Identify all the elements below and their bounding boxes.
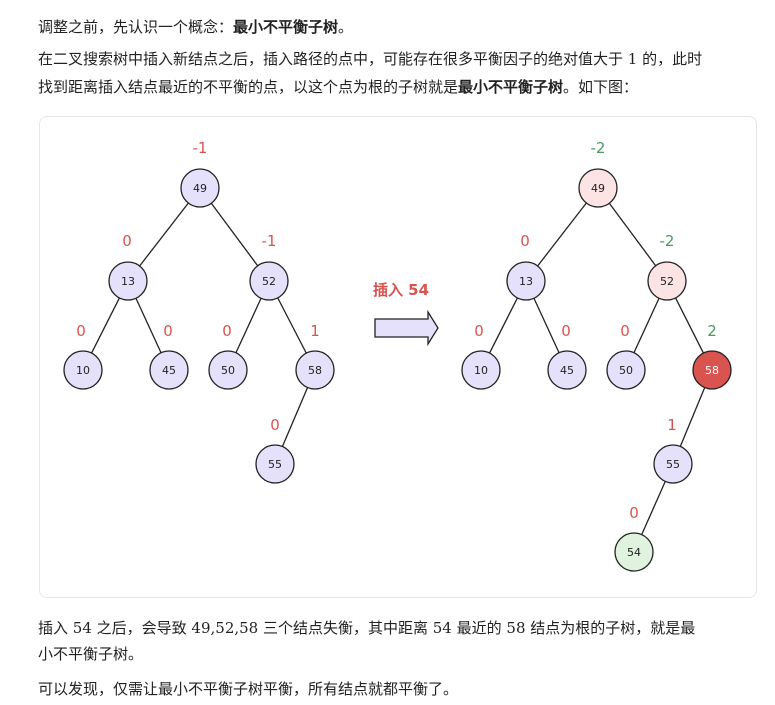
arrow-label: 插入 54 [373,281,429,299]
after-balance-factor-58: 2 [707,322,717,340]
insert-arrow: 插入 54 [373,281,439,347]
before-balance-factor-52: -1 [262,232,277,250]
definition-number: 1 [627,50,638,68]
after-node-13 [506,261,546,301]
after-edge-55-54 [641,481,666,535]
after-node-49 [578,168,618,208]
definition-text-d: 。如下图： [563,78,639,96]
intro-end: 。 [338,18,354,36]
before-edge-52-58 [277,297,307,354]
after-balance-factor-50: 0 [620,322,630,340]
after-node-label-50: 50 [619,364,633,377]
explanation-line-1: 插入 54 之后，会导致 49,52,58 三个结点失衡，其中距离 54 最近的… [38,614,695,642]
explanation-text-d: 最近的 [451,619,507,637]
after-edge-49-52 [608,202,657,267]
after-edge-58-55 [679,387,706,447]
before-balance-factor-10: 0 [76,322,86,340]
after-node-45 [547,350,587,390]
before-edge-58-55 [281,387,309,447]
explanation-text-e: 结点为根的子树，就是最 [525,619,696,637]
before-node-50 [208,350,248,390]
before-balance-factor-45: 0 [163,322,173,340]
before-edge-52-50 [235,297,262,354]
definition-text-a: 在二叉搜索树中插入新结点之后，插入路径的点中，可能存在很多平衡因子的绝对值大于 [38,50,628,68]
definition-line-1: 在二叉搜索树中插入新结点之后，插入路径的点中，可能存在很多平衡因子的绝对值大于 … [38,45,702,73]
intro-paragraph: 调整之前，先认识一个概念：最小不平衡子树。 [38,13,353,41]
explanation-text-a: 插入 [38,619,73,637]
conclusion-text: 可以发现，仅需让最小不平衡子树平衡，所有结点就都平衡了。 [38,680,459,698]
before-node-13 [108,261,148,301]
after-balance-factor-54: 0 [629,504,639,522]
before-node-label-10: 10 [76,364,90,377]
before-node-label-52: 52 [262,275,276,288]
after-edge-52-50 [633,297,660,354]
right-arrow-icon [374,309,439,347]
before-edge-13-10 [90,297,121,354]
after-node-label-45: 45 [560,364,574,377]
after-node-label-10: 10 [474,364,488,377]
before-node-label-49: 49 [193,182,207,195]
before-node-label-58: 58 [308,364,322,377]
after-balance-factor-13: 0 [520,232,530,250]
after-node-label-13: 13 [519,275,533,288]
before-edge-49-13 [139,202,189,267]
after-balance-factor-55: 1 [667,416,677,434]
tree-before-insert: 49 -1 13 0 52 -1 10 0 45 0 50 0 58 1 55 0 [63,139,335,484]
explanation-num-4: 58 [506,619,526,637]
after-edge-13-10 [488,297,519,354]
explanation-text-c: 三个结点失衡，其中距离 [258,619,433,637]
conclusion-paragraph: 可以发现，仅需让最小不平衡子树平衡，所有结点就都平衡了。 [38,675,458,703]
before-node-label-45: 45 [162,364,176,377]
tree-after-insert: 49 -2 13 0 52 -2 10 0 45 0 50 0 58 2 55 1 54 0 [461,139,732,572]
after-node-55 [653,444,693,484]
after-node-label-55: 55 [666,458,680,471]
before-balance-factor-58: 1 [310,322,320,340]
before-balance-factor-49: -1 [193,139,208,157]
before-edge-49-52 [210,202,259,267]
before-balance-factor-55: 0 [270,416,280,434]
after-balance-factor-10: 0 [474,322,484,340]
before-node-52 [249,261,289,301]
after-node-10 [461,350,501,390]
after-node-label-58: 58 [705,364,719,377]
explanation-text-b: 之后，会导致 [91,619,192,637]
explanation-num-1: 54 [72,619,92,637]
after-edge-13-45 [533,297,560,354]
after-node-54 [614,532,654,572]
before-edge-13-45 [135,297,162,354]
after-balance-factor-49: -2 [591,139,606,157]
after-node-label-52: 52 [660,275,674,288]
after-node-52 [647,261,687,301]
intro-term: 最小不平衡子树 [233,18,339,36]
intro-text: 调整之前，先认识一个概念： [38,18,234,36]
before-node-label-55: 55 [268,458,282,471]
before-node-55 [255,444,295,484]
after-node-50 [606,350,646,390]
before-node-label-50: 50 [221,364,235,377]
before-node-49 [180,168,220,208]
after-balance-factor-45: 0 [561,322,571,340]
definition-text-b: 的，此时 [637,50,703,68]
after-node-label-49: 49 [591,182,605,195]
definition-line-2: 找到距离插入结点最近的不平衡的点，以这个点为根的子树就是最小不平衡子树。如下图： [38,73,638,101]
after-edge-49-13 [537,202,587,267]
before-node-58 [295,350,335,390]
definition-text-c: 找到距离插入结点最近的不平衡的点，以这个点为根的子树就是 [38,78,459,96]
before-balance-factor-13: 0 [122,232,132,250]
after-balance-factor-52: -2 [660,232,675,250]
before-node-label-13: 13 [121,275,135,288]
explanation-num-2: 49,52,58 [191,619,259,637]
after-node-58 [692,350,732,390]
before-balance-factor-50: 0 [222,322,232,340]
before-node-10 [63,350,103,390]
explanation-num-3: 54 [432,619,452,637]
after-node-label-54: 54 [627,546,641,559]
explanation-text-f: 小不平衡子树。 [38,645,144,663]
before-node-45 [149,350,189,390]
after-edge-52-58 [674,297,705,354]
explanation-line-2: 小不平衡子树。 [38,640,143,668]
definition-term: 最小不平衡子树 [458,78,564,96]
